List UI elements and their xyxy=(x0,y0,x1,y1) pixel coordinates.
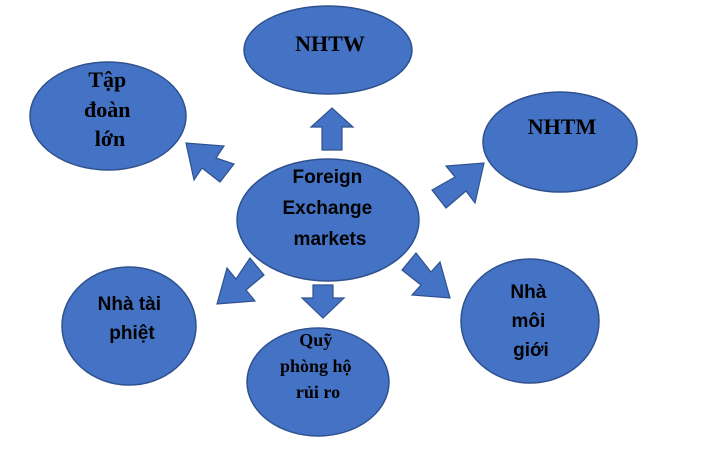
quy-phong-ho-rui-ro-label: Quỹ phòng hộ rủi ro xyxy=(280,330,356,402)
arrow-to-tap-doan-lon xyxy=(185,142,235,183)
tap-doan-lon-label: Tập đoàn lớn xyxy=(84,67,136,151)
node-quy-phong-ho-rui-ro xyxy=(246,327,390,437)
nhtm-label: NHTM xyxy=(528,114,597,139)
node-tap-doan-lon xyxy=(29,61,187,171)
arrow-to-nhtm xyxy=(431,162,485,209)
arrow-to-nhtw xyxy=(309,107,355,151)
node-nhtw xyxy=(243,5,413,95)
node-nhtm xyxy=(482,91,638,193)
center-label: Foreign Exchange markets xyxy=(282,167,377,250)
arrow-to-quy-phong-ho xyxy=(300,284,346,319)
arrow-to-nha-moi-gioi xyxy=(401,252,451,299)
node-nha-moi-gioi xyxy=(460,258,600,384)
arrow-to-nha-tai-phiet xyxy=(216,256,265,305)
node-nha-tai-phiet xyxy=(61,266,197,386)
nha-moi-gioi-label: Nhà môi giới xyxy=(510,282,551,361)
nhtw-label: NHTW xyxy=(295,31,365,56)
nha-tai-phiet-label: Nhà tài phiệt xyxy=(98,294,167,344)
center-node-foreign-exchange-markets xyxy=(236,158,420,282)
